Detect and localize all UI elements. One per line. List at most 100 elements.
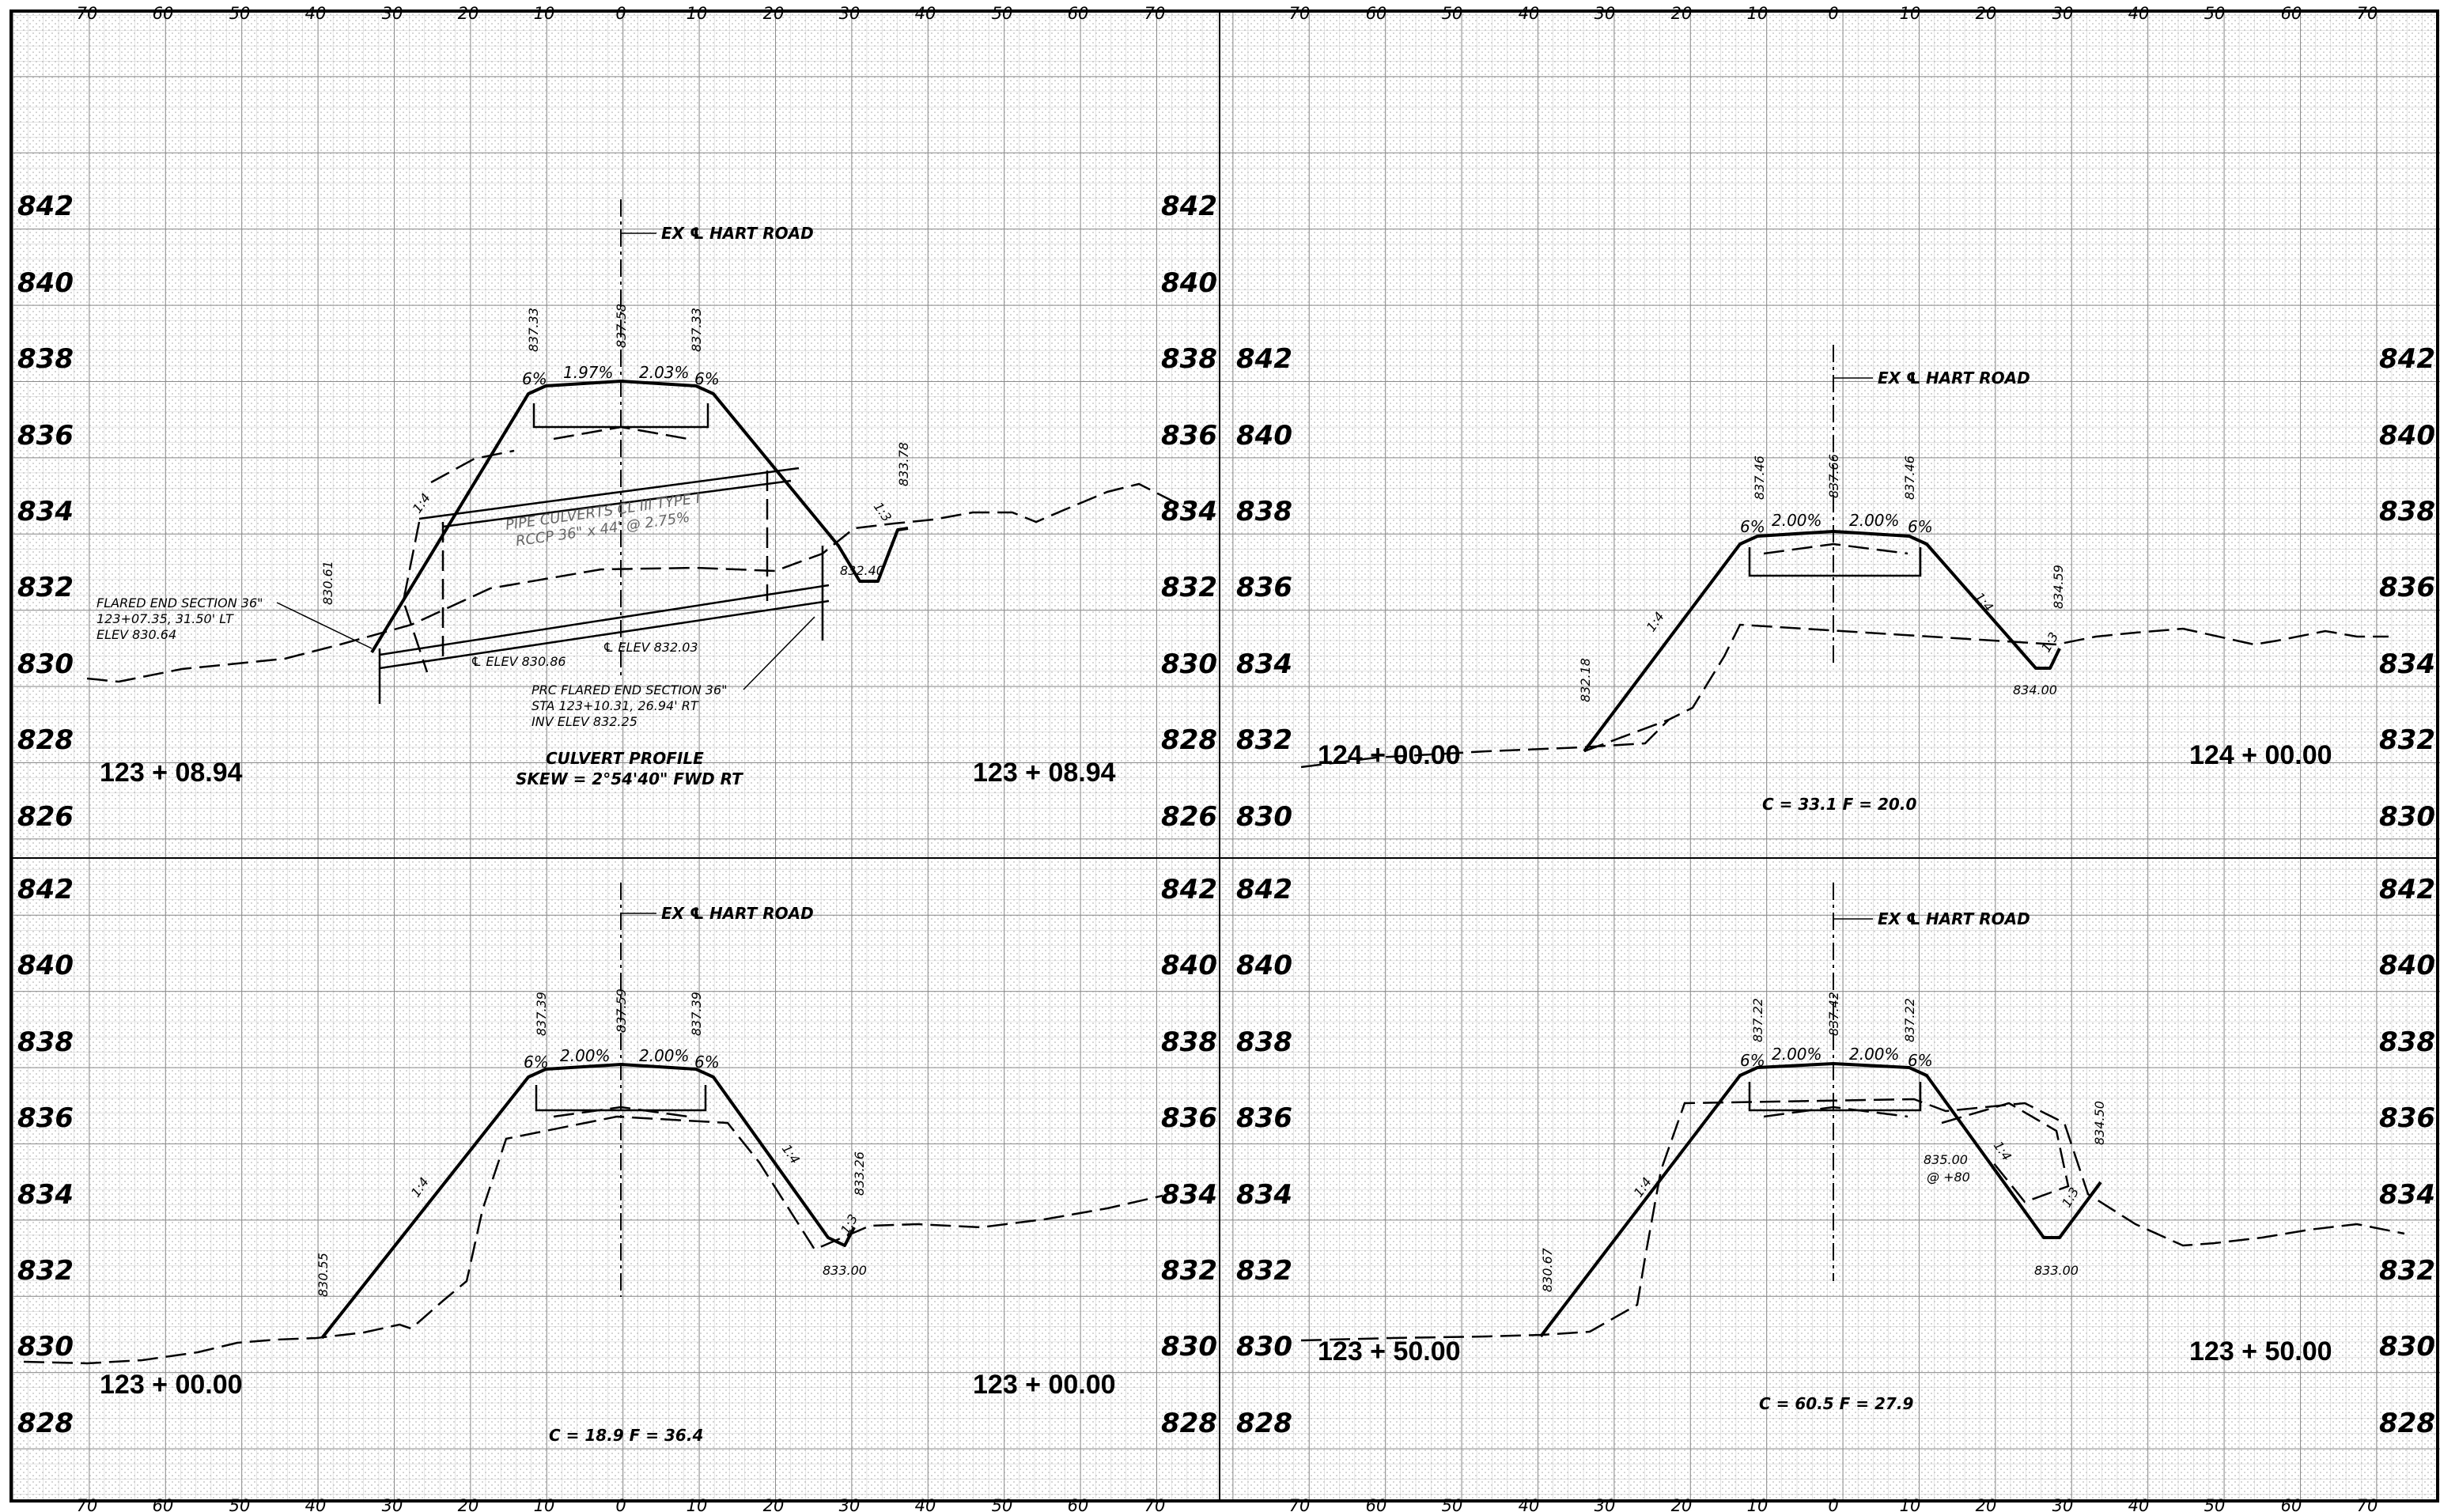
svg-text:STA 123+10.31, 26.94' RT: STA 123+10.31, 26.94' RT — [532, 698, 699, 713]
earthwork-quantities: C = 60.5 F = 27.9 — [1759, 1394, 1913, 1413]
station-label-right: 124 + 00.00 — [2189, 740, 2332, 770]
elevation-label: 833.26 — [852, 1151, 867, 1196]
svg-text:50: 50 — [1442, 1496, 1463, 1512]
svg-text:826: 826 — [1161, 801, 1217, 833]
slope-label: 2.00% — [1772, 1045, 1822, 1064]
svg-text:834: 834 — [1161, 496, 1217, 527]
svg-text:834: 834 — [1161, 1179, 1217, 1211]
svg-text:828: 828 — [17, 1408, 74, 1439]
svg-text:838: 838 — [1161, 1026, 1217, 1058]
svg-text:828: 828 — [17, 724, 74, 756]
top-scale-left: 70 60 50 40 30 20 10 0 10 20 30 40 50 60… — [77, 4, 1166, 23]
station-label-right: 123 + 50.00 — [2189, 1336, 2332, 1366]
invert-elev-right: ℄ ELEV 832.03 — [603, 640, 698, 655]
svg-text:842: 842 — [17, 191, 74, 222]
invert-elev-left: ℄ ELEV 830.86 — [471, 654, 566, 669]
svg-text:832: 832 — [1161, 1255, 1217, 1287]
panel-123-08-94: 842 840 838 836 834 832 830 828 826 842 … — [17, 191, 1217, 833]
svg-text:60: 60 — [1068, 4, 1089, 23]
svg-text:20: 20 — [458, 1496, 479, 1512]
svg-text:840: 840 — [1236, 950, 1292, 981]
svg-text:60: 60 — [153, 4, 174, 23]
svg-text:840: 840 — [1161, 950, 1217, 981]
svg-text:832: 832 — [1161, 572, 1217, 603]
svg-text:50: 50 — [229, 4, 251, 23]
major-grid — [13, 13, 2440, 1499]
svg-text:832: 832 — [1236, 1255, 1292, 1287]
elevation-label: 834.00 — [2013, 682, 2057, 697]
svg-text:834: 834 — [1236, 1179, 1292, 1211]
elevation-label: 832.18 — [1578, 658, 1593, 702]
svg-text:828: 828 — [1161, 1408, 1217, 1439]
svg-text:834: 834 — [1236, 648, 1292, 680]
svg-text:840: 840 — [17, 267, 74, 299]
ditch-alt — [1941, 1102, 2070, 1204]
svg-text:830: 830 — [1161, 648, 1217, 680]
svg-text:834: 834 — [2379, 1179, 2435, 1211]
elevation-label: 837.42 — [1826, 992, 1841, 1036]
svg-text:70: 70 — [77, 4, 98, 23]
existing-ground — [23, 1115, 1163, 1365]
svg-text:30: 30 — [2052, 4, 2074, 23]
subbase-line — [430, 449, 515, 484]
svg-text:10: 10 — [1747, 1496, 1769, 1512]
svg-text:40: 40 — [915, 1496, 936, 1512]
top-scale-right: 70 60 50 40 30 20 10 0 10 20 30 40 50 60… — [1289, 4, 2378, 23]
elevation-scale-left: 842 840 838 836 834 832 830 828 826 — [17, 191, 74, 833]
svg-text:INV ELEV 832.25: INV ELEV 832.25 — [532, 714, 637, 729]
elevation-label: 837.33 — [526, 308, 541, 352]
svg-text:842: 842 — [2379, 343, 2435, 375]
svg-text:20: 20 — [1976, 4, 1997, 23]
ditch-left — [402, 521, 429, 673]
svg-text:830: 830 — [1236, 801, 1292, 833]
svg-text:834: 834 — [17, 496, 74, 527]
svg-text:ELEV 830.64: ELEV 830.64 — [96, 627, 176, 642]
svg-text:840: 840 — [2379, 420, 2435, 452]
svg-text:842: 842 — [1236, 343, 1292, 375]
svg-text:838: 838 — [17, 1026, 74, 1058]
svg-text:FLARED END SECTION 36": FLARED END SECTION 36" — [96, 595, 263, 610]
svg-text:828: 828 — [1236, 1408, 1292, 1439]
elevation-label: 834.50 — [2092, 1101, 2107, 1145]
svg-text:842: 842 — [17, 874, 74, 905]
subgrade-line — [1763, 1106, 1908, 1118]
elevation-label: 837.22 — [1750, 998, 1765, 1042]
elevation-label: 830.67 — [1540, 1247, 1555, 1292]
culvert-pipe-top — [418, 467, 800, 520]
svg-text:832: 832 — [17, 572, 74, 603]
elevation-scale-right: 842 840 838 836 834 832 830 — [2379, 343, 2435, 833]
svg-text:PRC FLARED END SECTION 36": PRC FLARED END SECTION 36" — [532, 682, 728, 697]
svg-text:0: 0 — [615, 4, 626, 23]
svg-text:50: 50 — [2204, 4, 2226, 23]
svg-text:838: 838 — [1236, 496, 1292, 527]
slope-label: 6% — [1908, 517, 1933, 536]
svg-text:0: 0 — [1828, 1496, 1838, 1512]
extra-station: @ +80 — [1927, 1170, 1970, 1185]
station-label-right: 123 + 08.94 — [973, 758, 1116, 788]
slope-label: 6% — [1740, 1051, 1765, 1070]
svg-text:832: 832 — [1236, 724, 1292, 756]
culvert-profile-title: CULVERT PROFILE — [546, 749, 704, 768]
elevation-label: 837.22 — [1902, 998, 1917, 1042]
subbase-line — [1583, 718, 1670, 753]
elevation-label: 830.55 — [316, 1253, 331, 1297]
svg-text:10: 10 — [1747, 4, 1769, 23]
elevation-scale-left: 842 840 838 836 834 832 830 828 — [1236, 874, 1292, 1439]
svg-text:60: 60 — [2281, 4, 2302, 23]
svg-text:50: 50 — [2204, 1496, 2226, 1512]
svg-text:20: 20 — [1976, 1496, 1997, 1512]
svg-text:20: 20 — [763, 1496, 785, 1512]
existing-ground — [1300, 1098, 2405, 1342]
svg-text:836: 836 — [1161, 1102, 1217, 1134]
svg-text:70: 70 — [1289, 4, 1311, 23]
svg-text:10: 10 — [534, 4, 555, 23]
elevation-label: 834.59 — [2051, 565, 2066, 609]
svg-text:830: 830 — [2379, 801, 2435, 833]
svg-text:30: 30 — [1595, 1496, 1616, 1512]
slope-label: 2.00% — [560, 1046, 611, 1065]
svg-text:40: 40 — [2128, 4, 2150, 23]
elevation-label: 837.39 — [534, 992, 549, 1036]
elevation-label: 837.46 — [1902, 455, 1917, 500]
svg-text:30: 30 — [382, 1496, 403, 1512]
elevation-label: 833.00 — [2034, 1263, 2079, 1278]
